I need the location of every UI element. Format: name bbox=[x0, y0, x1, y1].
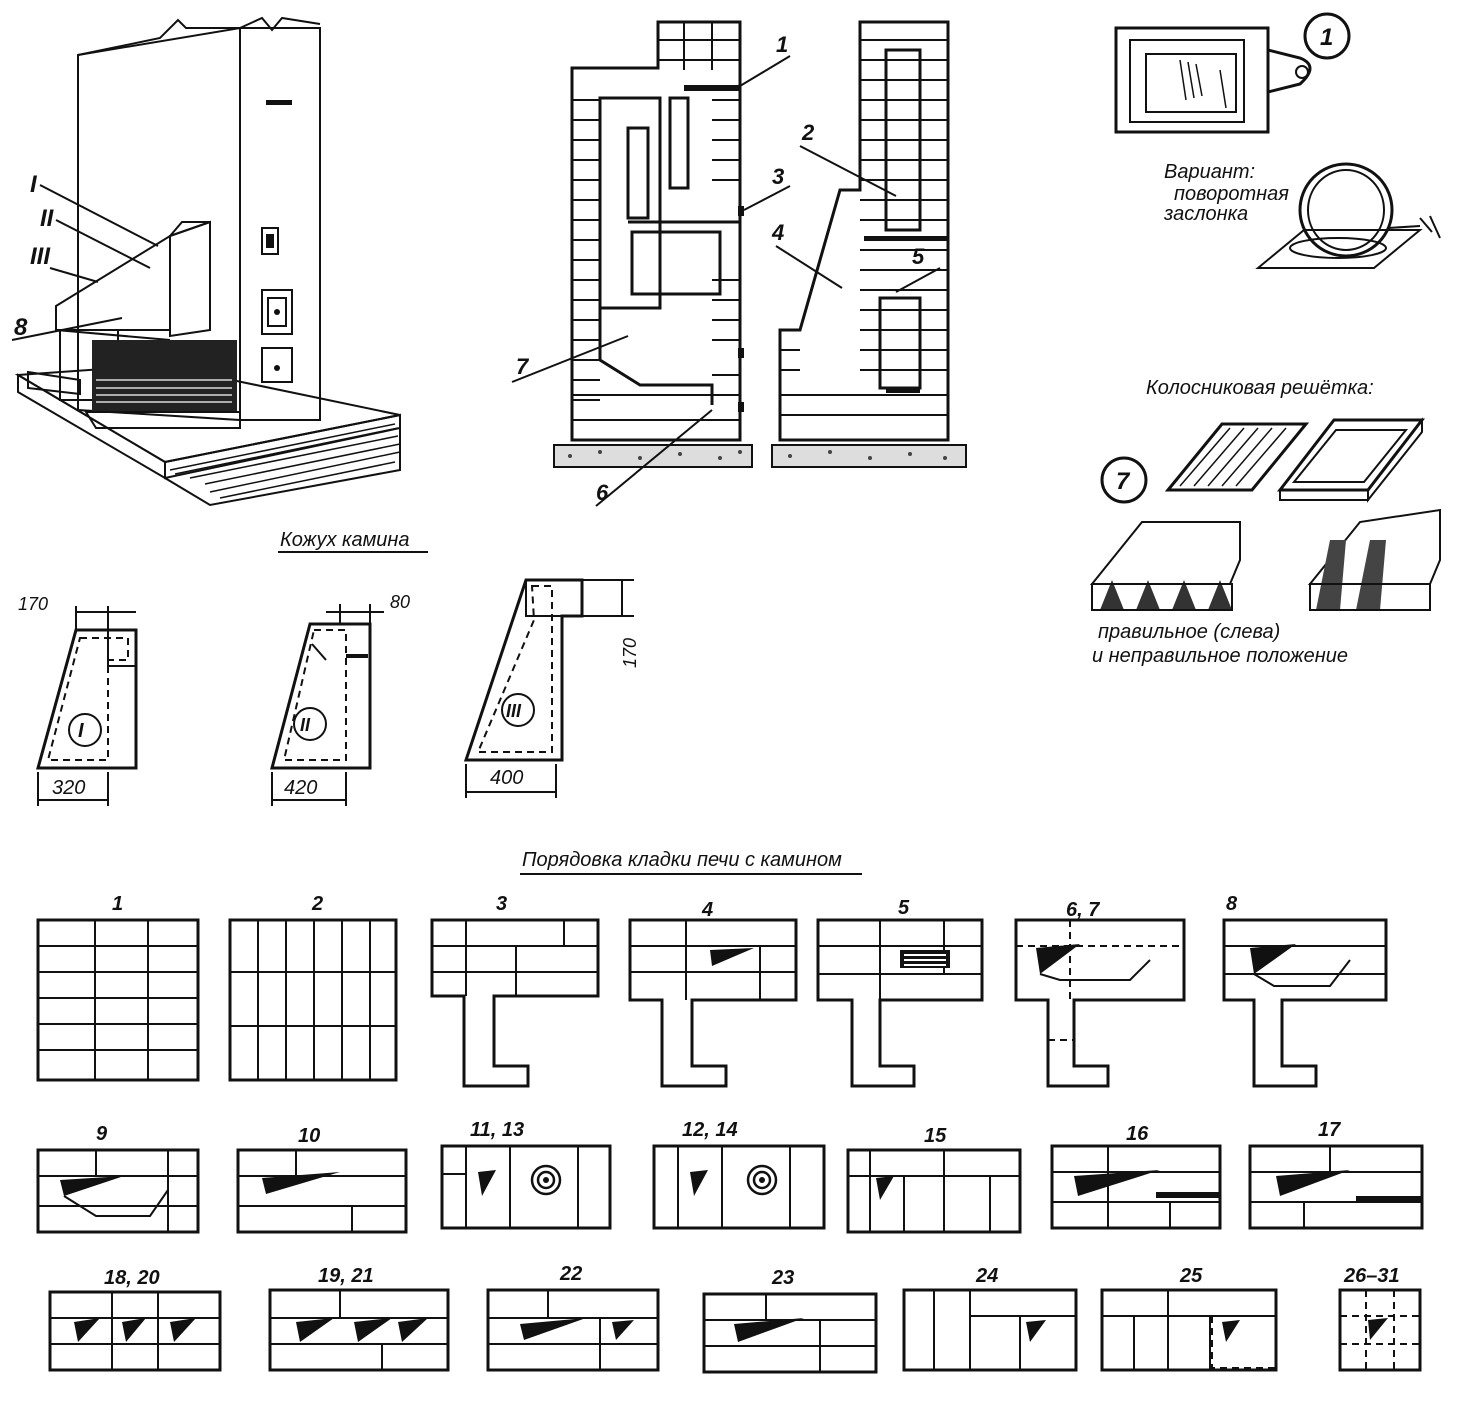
detail-circle-7: 7 bbox=[1116, 468, 1131, 495]
label-I: I bbox=[30, 171, 38, 198]
label-5: 5 bbox=[912, 244, 925, 269]
grate-detail: Колосниковая решётка: 7 правильное (слев… bbox=[1089, 377, 1441, 667]
course-label: 19, 21 bbox=[318, 1265, 374, 1287]
label-8: 8 bbox=[14, 314, 28, 341]
course-1: 1 bbox=[36, 893, 200, 1082]
casing-section: Кожух камина I 170 320 II 80 bbox=[18, 529, 640, 806]
detail-circle-1: 1 bbox=[1320, 24, 1333, 51]
course-2: 2 bbox=[228, 893, 398, 1082]
course-label: 25 bbox=[1179, 1265, 1203, 1287]
course-label: 9 bbox=[96, 1123, 108, 1145]
casing-III-side-dim: 170 bbox=[620, 638, 640, 668]
course-label: 22 bbox=[559, 1263, 582, 1285]
casing-I-bottom-dim: 320 bbox=[52, 777, 85, 799]
label-2: 2 bbox=[801, 120, 815, 145]
course-label: 12, 14 bbox=[682, 1119, 738, 1141]
position-caption-line1: правильное (слева) bbox=[1098, 621, 1280, 643]
label-II: II bbox=[40, 205, 55, 232]
course-label: 23 bbox=[771, 1267, 794, 1289]
label-6: 6 bbox=[596, 480, 609, 505]
course-label: 24 bbox=[975, 1265, 998, 1287]
masonry-section: Порядовка кладки печи с камином 1 2 bbox=[36, 849, 1424, 1374]
course-label: 16 bbox=[1126, 1123, 1149, 1145]
casing-panel-I: I 170 320 bbox=[18, 594, 138, 806]
label-3: 3 bbox=[772, 164, 784, 189]
course-label: 5 bbox=[898, 897, 910, 919]
label-III: III bbox=[30, 243, 51, 270]
course-label: 8 bbox=[1226, 893, 1238, 915]
casing-panel-II: II 80 420 bbox=[270, 592, 410, 806]
variant-caption-line1: Вариант: bbox=[1164, 161, 1255, 183]
side-section bbox=[771, 20, 967, 468]
course-label: 4 bbox=[701, 899, 713, 921]
grate-caption: Колосниковая решётка: bbox=[1146, 377, 1374, 399]
front-section bbox=[553, 20, 753, 468]
casing-I-top-dim: 170 bbox=[18, 594, 48, 614]
casing-III-roman: III bbox=[506, 701, 522, 721]
course-label: 3 bbox=[496, 893, 507, 915]
casing-III-bottom-dim: 400 bbox=[490, 767, 523, 789]
course-label: 11, 13 bbox=[470, 1119, 524, 1141]
perspective-view: I II III 8 bbox=[11, 16, 401, 507]
course-label: 6, 7 bbox=[1066, 899, 1100, 921]
variant-caption-line2: поворотная bbox=[1174, 183, 1289, 205]
casing-title: Кожух камина bbox=[280, 529, 410, 551]
label-1: 1 bbox=[776, 32, 788, 57]
casing-I-roman: I bbox=[78, 720, 84, 742]
course-label: 1 bbox=[112, 893, 123, 915]
course-label: 17 bbox=[1318, 1119, 1341, 1141]
masonry-title: Порядовка кладки печи с камином bbox=[522, 849, 842, 871]
position-caption-line2: и неправильное положение bbox=[1092, 645, 1348, 667]
course-label: 18, 20 bbox=[104, 1267, 160, 1289]
section-leaders: 1 2 3 4 5 6 7 bbox=[511, 32, 941, 507]
label-7: 7 bbox=[516, 354, 530, 379]
casing-II-top-dim: 80 bbox=[390, 592, 410, 612]
casing-panel-III: III 170 400 bbox=[463, 578, 640, 798]
course-label: 10 bbox=[298, 1125, 320, 1147]
label-4: 4 bbox=[771, 220, 784, 245]
casing-II-bottom-dim: 420 bbox=[284, 777, 317, 799]
variant-caption-line3: заслонка bbox=[1163, 203, 1248, 225]
course-label: 15 bbox=[924, 1125, 947, 1147]
casing-II-roman: II bbox=[300, 715, 311, 735]
damper-detail: 1 Вариант: поворотная заслонка bbox=[1114, 12, 1441, 269]
course-label: 2 bbox=[311, 893, 323, 915]
course-label: 26–31 bbox=[1343, 1265, 1400, 1287]
